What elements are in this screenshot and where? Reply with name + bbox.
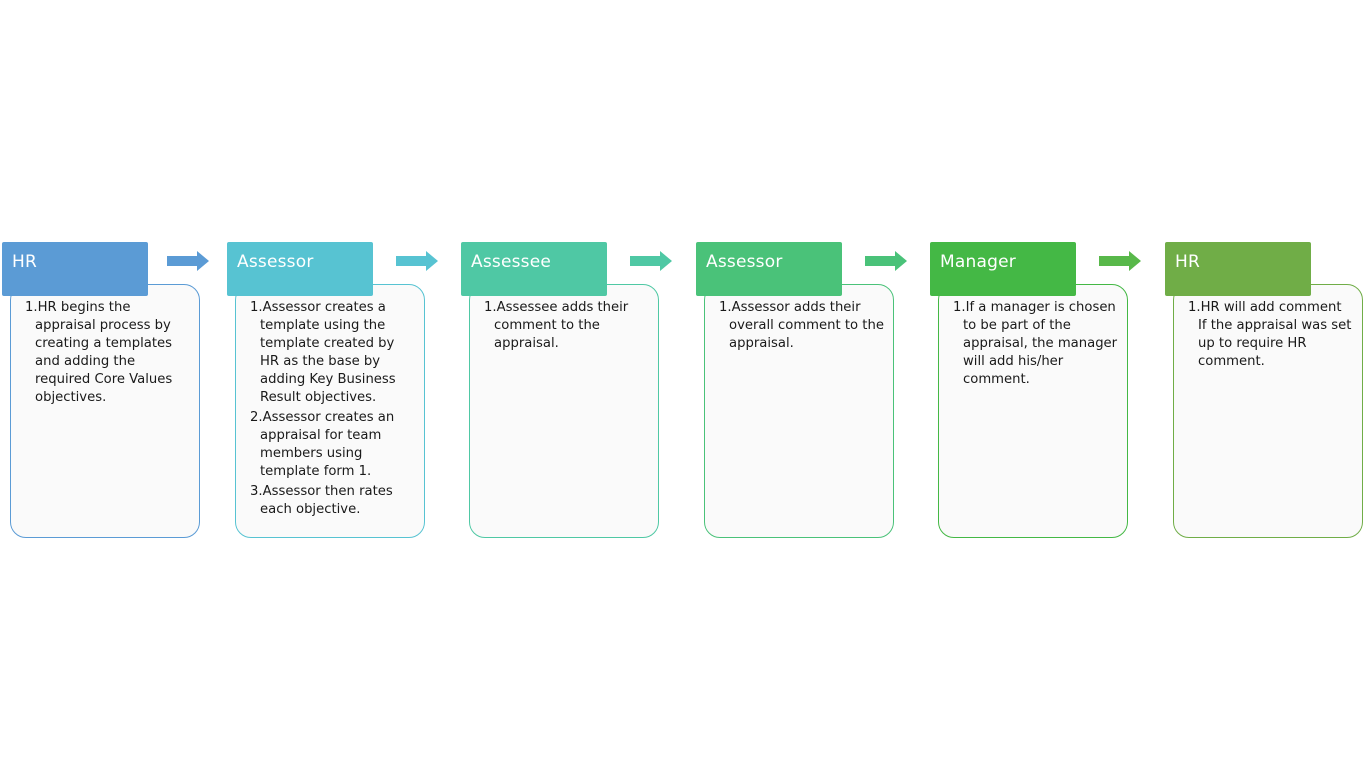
stage-description-box: 1.HR begins the appraisal process by cre… bbox=[10, 284, 200, 538]
stage-header: Assessee bbox=[461, 242, 607, 296]
arrow-right-icon bbox=[167, 251, 209, 271]
stage-description-box: 1.Assessee adds their comment to the app… bbox=[469, 284, 659, 538]
step-item: 1.Assessee adds their comment to the app… bbox=[484, 300, 629, 351]
step-item: 2.Assessor creates an appraisal for team… bbox=[250, 410, 395, 479]
arrow-right-icon bbox=[630, 251, 672, 271]
stage-title: HR bbox=[12, 252, 37, 272]
arrow-right-icon bbox=[1099, 251, 1141, 271]
step-item: 1.HR begins the appraisal process by cre… bbox=[25, 300, 173, 405]
stage-description-box: 1.If a manager is chosen to be part of t… bbox=[938, 284, 1128, 538]
stage-manager: 1.If a manager is chosen to be part of t… bbox=[930, 242, 1130, 542]
stage-title: Assessee bbox=[471, 252, 552, 272]
stage-title: Manager bbox=[940, 252, 1016, 272]
stage-header: HR bbox=[2, 242, 148, 296]
stage-step-list: 1.Assessor adds their overall comment to… bbox=[705, 285, 893, 353]
stage-header: Manager bbox=[930, 242, 1076, 296]
stage-assessor: 1.Assessor creates a template using the … bbox=[227, 242, 427, 542]
stage-step-list: 1.HR begins the appraisal process by cre… bbox=[11, 285, 199, 407]
stage-step-list: 1.HR will add comment If the appraisal w… bbox=[1174, 285, 1362, 371]
stage-header: Assessor bbox=[696, 242, 842, 296]
stage-step-list: 1.Assessor creates a template using the … bbox=[236, 285, 424, 519]
stage-assessor-overall: 1.Assessor adds their overall comment to… bbox=[696, 242, 896, 542]
step-item: 1.If a manager is chosen to be part of t… bbox=[953, 300, 1118, 387]
stage-hr: 1.HR begins the appraisal process by cre… bbox=[2, 242, 202, 542]
step-item: 3.Assessor then rates each objective. bbox=[250, 484, 393, 517]
arrow-right-icon bbox=[865, 251, 907, 271]
step-item: 1.HR will add comment If the appraisal w… bbox=[1188, 300, 1352, 369]
stage-description-box: 1.Assessor adds their overall comment to… bbox=[704, 284, 894, 538]
stage-title: HR bbox=[1175, 252, 1200, 272]
step-item: 1.Assessor creates a template using the … bbox=[250, 300, 396, 405]
stage-title: Assessor bbox=[237, 252, 314, 272]
stage-header: Assessor bbox=[227, 242, 373, 296]
stage-hr-final: 1.HR will add comment If the appraisal w… bbox=[1165, 242, 1365, 542]
stage-step-list: 1.Assessee adds their comment to the app… bbox=[470, 285, 658, 353]
step-item: 1.Assessor adds their overall comment to… bbox=[719, 300, 884, 351]
arrow-right-icon bbox=[396, 251, 438, 271]
stage-header: HR bbox=[1165, 242, 1311, 296]
stage-description-box: 1.Assessor creates a template using the … bbox=[235, 284, 425, 538]
stage-title: Assessor bbox=[706, 252, 783, 272]
stage-description-box: 1.HR will add comment If the appraisal w… bbox=[1173, 284, 1363, 538]
stage-assessee: 1.Assessee adds their comment to the app… bbox=[461, 242, 661, 542]
stage-step-list: 1.If a manager is chosen to be part of t… bbox=[939, 285, 1127, 389]
